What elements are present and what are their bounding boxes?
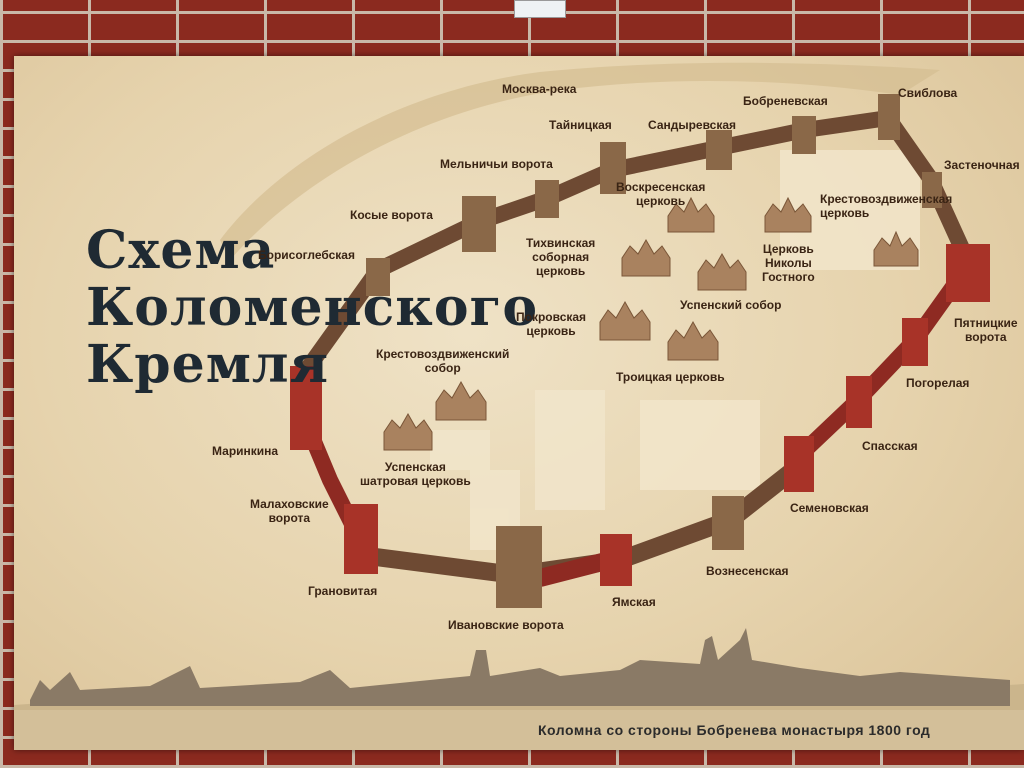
label-pyatnitskie: Пятницкие ворота [954, 316, 1018, 344]
label-uspensky: Успенский собор [680, 298, 782, 312]
city-skyline-panorama [14, 628, 1024, 750]
skyline-silhouette [30, 628, 1010, 706]
label-uspenskaya-shatr: Успенская шатровая церковь [360, 460, 471, 488]
label-svibolova: Свиблова [898, 86, 958, 100]
tower-zastenochnaya [922, 172, 942, 208]
tower-spasskaya [846, 376, 872, 428]
label-zastenochnaya: Застеночная [944, 158, 1020, 172]
church-uspensky [697, 252, 747, 291]
street-grid [430, 150, 920, 550]
label-pokrovskaya: Покровская церковь [516, 310, 587, 338]
label-sandyrevskaya: Сандыревская [648, 118, 737, 132]
church-tikhvinskaya [621, 238, 671, 277]
tower-svibolova [878, 94, 900, 140]
wall-red-east [794, 265, 972, 461]
church-pokrovskaya [599, 300, 651, 341]
caption-strip [14, 710, 1024, 750]
label-borisoglebskaya: Борисоглебская [258, 248, 355, 262]
panorama-caption: Коломна со стороны Бобренева монастыря 1… [538, 722, 931, 738]
tower-sandyrevskaya [706, 130, 732, 170]
label-river: Москва-река [502, 82, 577, 96]
tower-kosye [462, 196, 496, 252]
tower-taynitskaya [600, 142, 626, 194]
label-granovitaya: Грановитая [308, 584, 378, 598]
tower-borisoglebskaya [366, 258, 390, 296]
towers [290, 94, 990, 608]
label-voznesenskaya: Вознесенская [706, 564, 789, 578]
church-voskresenskaya [667, 196, 715, 233]
tower-ivanovskie [496, 526, 542, 608]
map-title: Схема Коломенского Кремля [86, 220, 539, 395]
label-krestovozdv-sobor: Крестовоздвиженский собор [376, 347, 510, 375]
label-bobrenevskaya: Бобреневская [743, 94, 828, 108]
label-taynitskaya: Тайницкая [549, 118, 612, 132]
church-krestovozdv [764, 196, 812, 233]
tower-pogorelaya [902, 318, 928, 366]
wall-lamp [514, 0, 566, 18]
tower-melnichi [535, 180, 559, 218]
label-nikoly: Церковь Николы Гостного [762, 242, 815, 284]
wall-red-yamskaya [537, 551, 613, 587]
label-krestovozdv-church: Крестовоздвиженская церковь [820, 192, 953, 220]
label-voskresenskaya: Воскресенская церковь [616, 180, 706, 208]
label-semenovskaya: Семеновская [790, 501, 869, 515]
tower-yamskaya [600, 534, 632, 586]
label-yamskaya: Ямская [612, 595, 656, 609]
tower-pyatnitskie [946, 244, 990, 302]
label-tikhvinskaya: Тихвинская соборная церковь [526, 236, 596, 278]
river-shading [220, 62, 940, 260]
tower-voznesenskaya [712, 496, 744, 550]
church-nikoly [873, 230, 919, 267]
label-troitskaya: Троицкая церковь [616, 370, 725, 384]
label-kosye: Косые ворота [350, 208, 433, 222]
tower-marinkina [290, 366, 322, 450]
label-pogorelaya: Погорелая [906, 376, 970, 390]
label-melnichi: Мельничьи ворота [440, 157, 553, 171]
church-uspenskaya-shatr [383, 412, 433, 451]
label-marinkina: Маринкина [212, 444, 279, 458]
wall-brown-north [298, 110, 973, 377]
churches [383, 196, 919, 451]
church-troitskaya [667, 320, 719, 361]
tower-bobrenevskaya [792, 116, 816, 154]
tower-granovitaya [344, 504, 378, 574]
label-spasskaya: Спасская [862, 439, 918, 453]
label-malakhovskie: Малаховские ворота [250, 497, 329, 525]
tower-semenovskaya [784, 436, 814, 492]
church-krestovozdv-sobor [435, 380, 487, 421]
label-ivanovskie: Ивановские ворота [448, 618, 564, 632]
